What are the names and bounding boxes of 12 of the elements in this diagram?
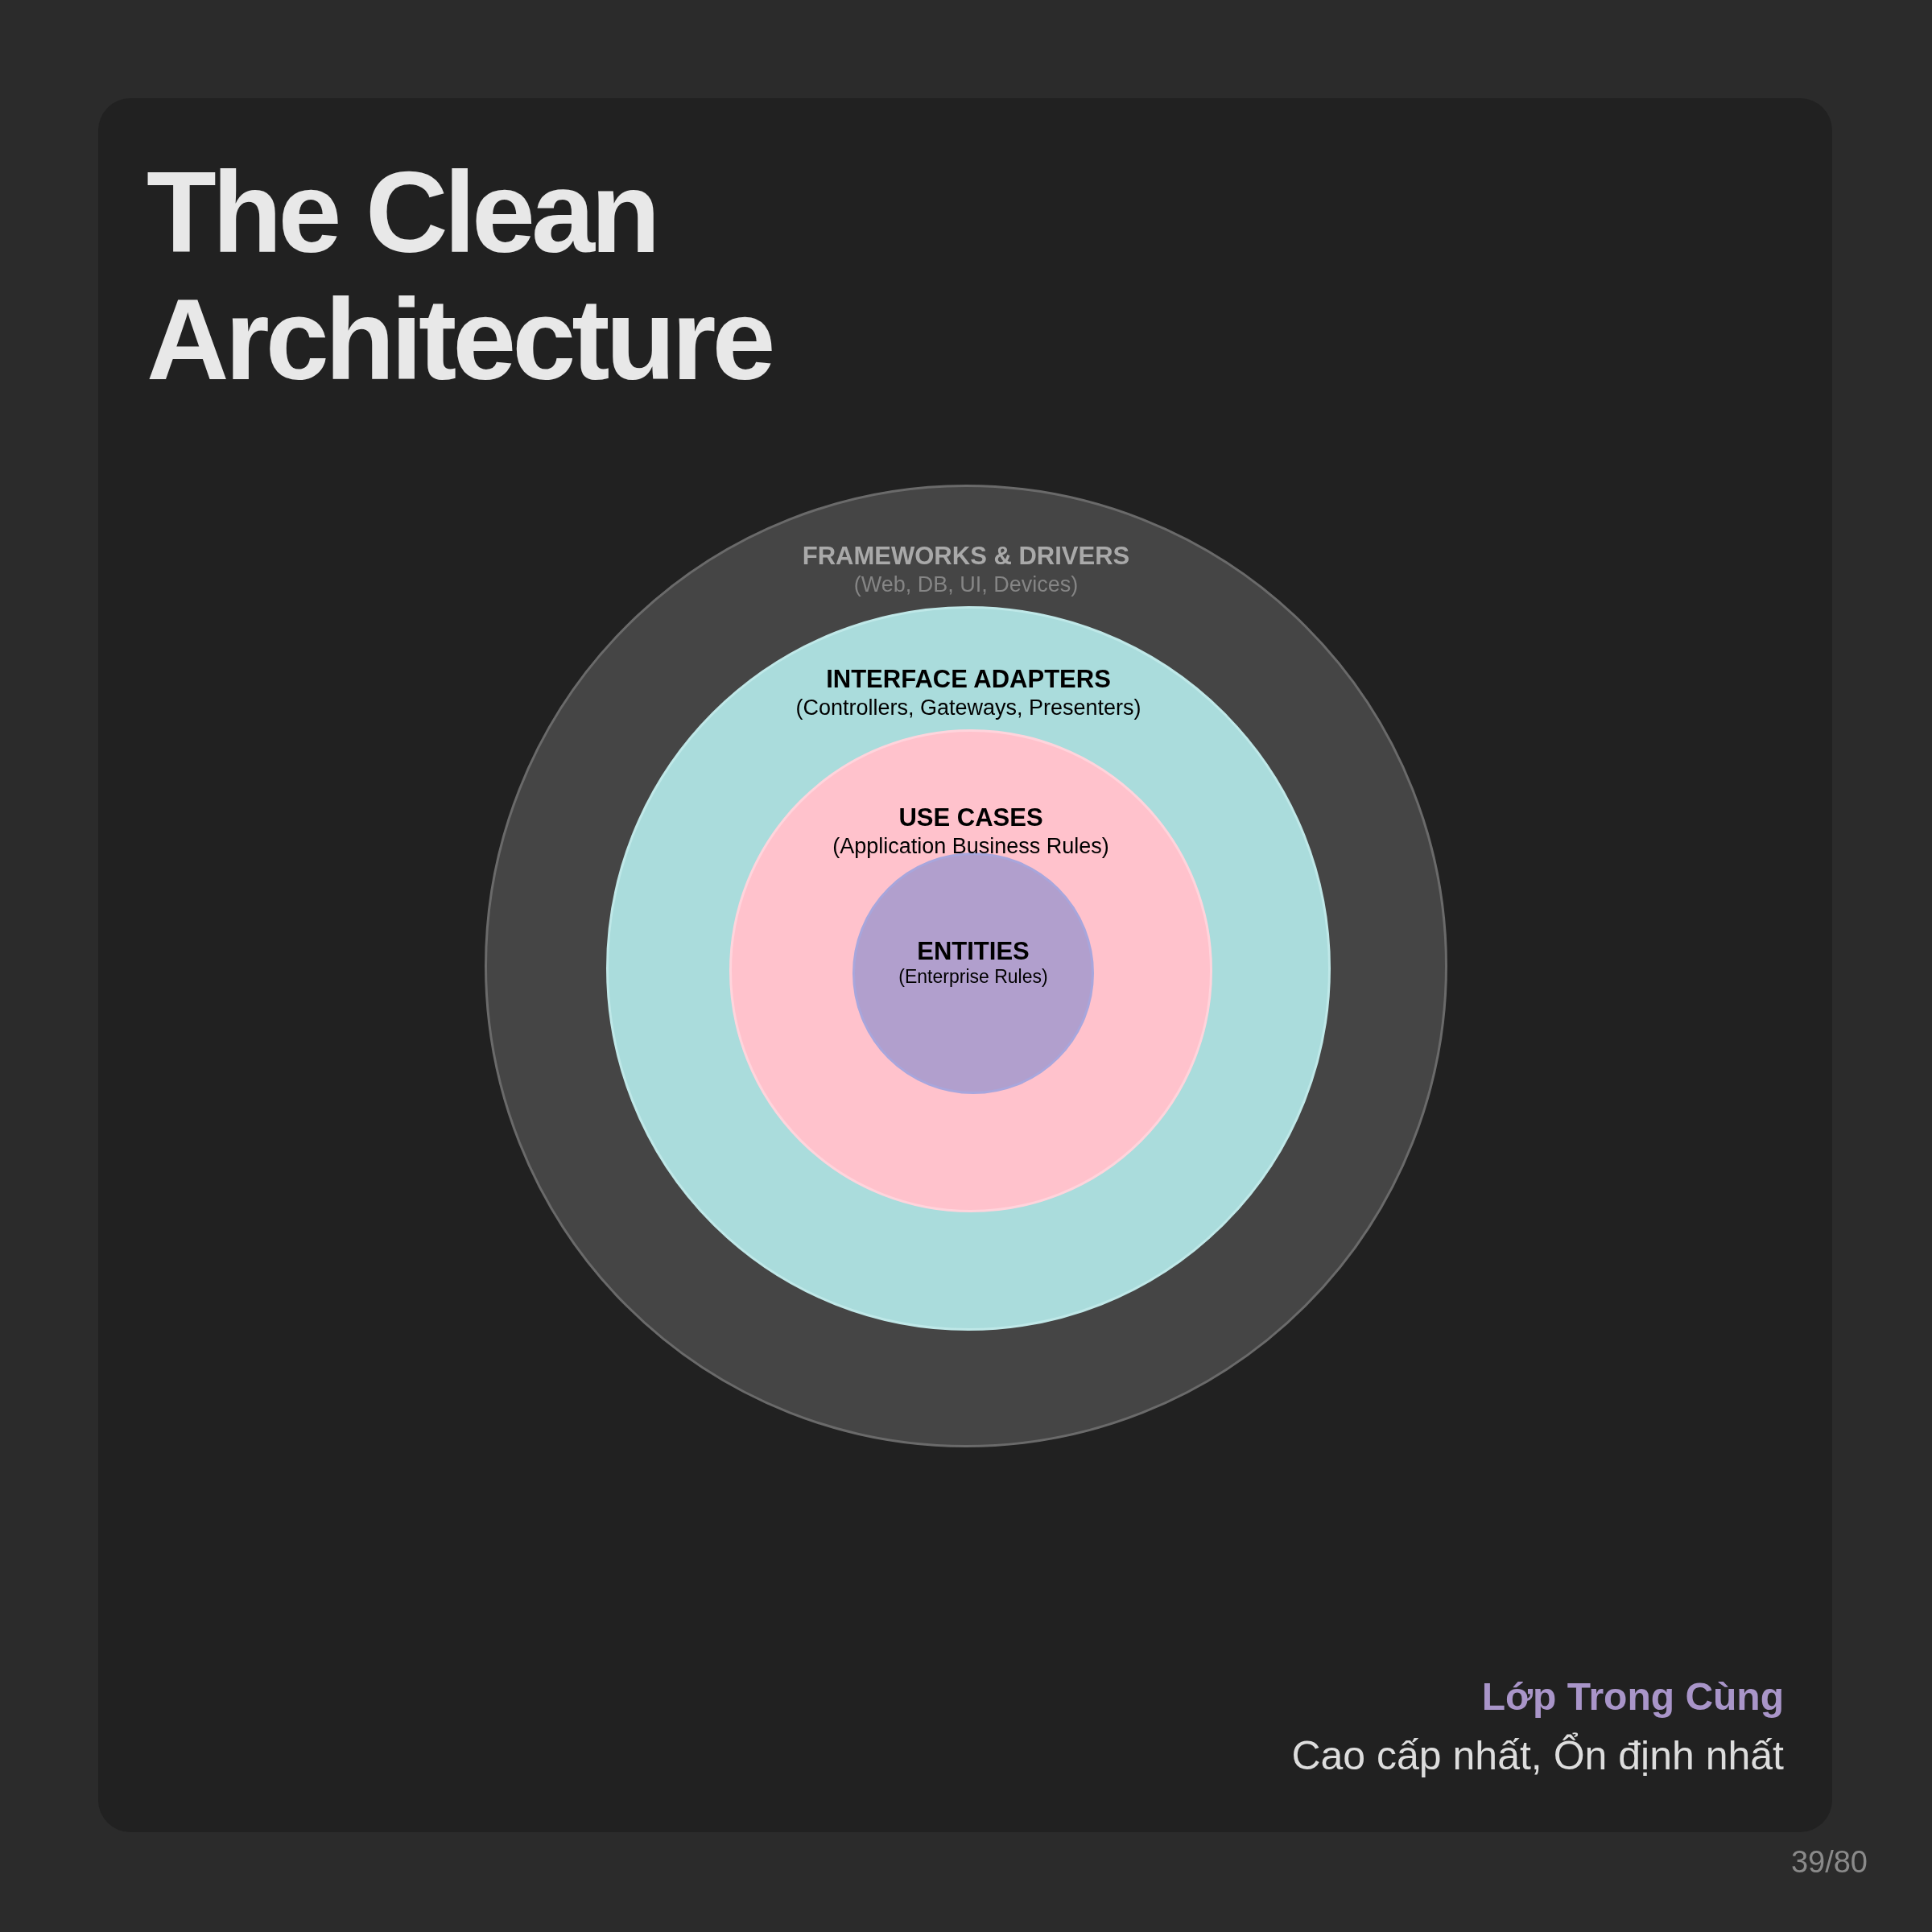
layer-heading: INTERFACE ADAPTERS	[826, 665, 1111, 694]
layer-heading: USE CASES	[898, 803, 1043, 832]
callout-heading: Lớp Trong Cùng	[1481, 1674, 1784, 1719]
layer-description: (Enterprise Rules)	[898, 966, 1048, 988]
page-number: 39/80	[1790, 1845, 1868, 1880]
layer-description: (Controllers, Gateways, Presenters)	[795, 696, 1141, 720]
layer-description: (Application Business Rules)	[832, 834, 1109, 859]
slide-title: The Clean Architecture	[147, 149, 773, 403]
layer-heading: FRAMEWORKS & DRIVERS	[802, 542, 1130, 571]
layer-description: (Web, DB, UI, Devices)	[853, 572, 1079, 597]
callout-text: Cao cấp nhất, Ổn định nhất	[1291, 1732, 1784, 1779]
layer-heading: ENTITIES	[917, 937, 1030, 966]
